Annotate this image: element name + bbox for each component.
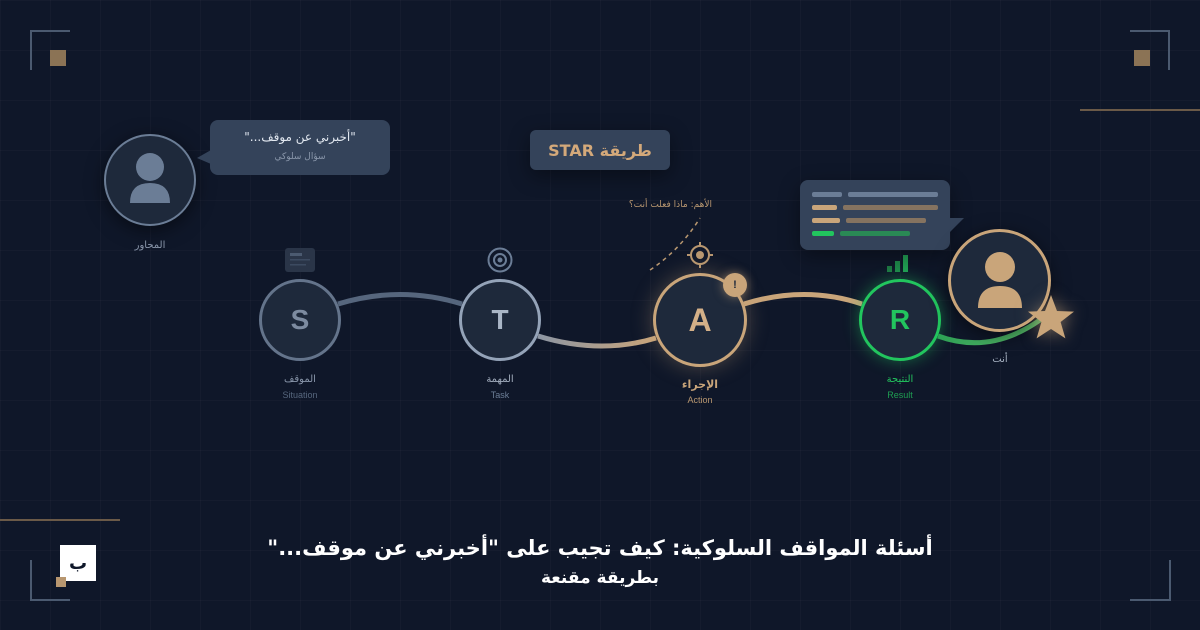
step-task-label-ar: المهمة <box>486 374 514 385</box>
action-hint-text: الأهم: ماذا فعلت أنت؟ <box>628 200 712 210</box>
star-method-badge: طريقة STAR <box>530 130 670 170</box>
candidate-avatar <box>948 229 1051 332</box>
accent-square-top-left <box>50 50 66 66</box>
step-task-node: T <box>459 279 541 361</box>
bar-chart-icon <box>887 255 908 272</box>
card-tail <box>948 218 964 234</box>
user-icon <box>977 251 1022 308</box>
logo-accent-square <box>56 577 66 587</box>
behavioral-question-text: "أخبرني عن موقف..." <box>244 130 356 144</box>
card-line <box>812 231 834 236</box>
candidate-label: أنت <box>992 354 1008 365</box>
frame-corner-top-right <box>1130 30 1170 70</box>
document-icon <box>285 248 315 272</box>
interviewer-label: المحاور <box>134 240 166 251</box>
step-situation-node: S <box>259 279 341 361</box>
interviewer-avatar <box>104 134 196 226</box>
card-line <box>840 231 910 236</box>
divider-top-right <box>1080 109 1200 111</box>
step-action-label-ar: الإجراء <box>681 378 719 391</box>
interviewer-speech-bubble: "أخبرني عن موقف..." سؤال سلوكي <box>197 120 390 175</box>
result-summary-card <box>800 180 964 250</box>
frame-corner-top-left <box>30 30 70 70</box>
action-alert-badge: ! <box>723 273 747 297</box>
page-subtitle: بطريقة مقنعة <box>541 568 659 588</box>
step-result-label-ar: النتيجة <box>886 374 914 385</box>
target-icon <box>487 247 513 273</box>
user-icon <box>130 153 170 203</box>
card-line <box>812 205 837 210</box>
step-situation-label-en: Situation <box>282 390 318 400</box>
card-line <box>848 192 938 197</box>
page-title: أسئلة المواقف السلوكية: كيف تجيب على "أخ… <box>267 536 933 560</box>
card-line <box>846 218 926 223</box>
crosshair-icon <box>687 242 713 268</box>
bubble-tail <box>197 150 211 164</box>
card-line <box>843 205 938 210</box>
step-result-label-en: Result <box>887 390 913 400</box>
card-line <box>812 192 842 197</box>
step-action-label-en: Action <box>687 395 713 405</box>
step-task-label-en: Task <box>490 390 510 400</box>
frame-corner-bottom-left <box>30 560 70 601</box>
accent-square-top-right <box>1134 50 1150 66</box>
star-icon <box>1028 295 1074 339</box>
card-line <box>812 218 840 223</box>
brand-logo: ب <box>60 545 96 581</box>
divider-bottom-left <box>0 519 120 521</box>
step-result-node: R <box>859 279 941 361</box>
behavioral-question-caption: سؤال سلوكي <box>274 152 326 162</box>
frame-corner-bottom-right <box>1130 560 1171 601</box>
step-situation-label-ar: الموقف <box>284 374 316 385</box>
